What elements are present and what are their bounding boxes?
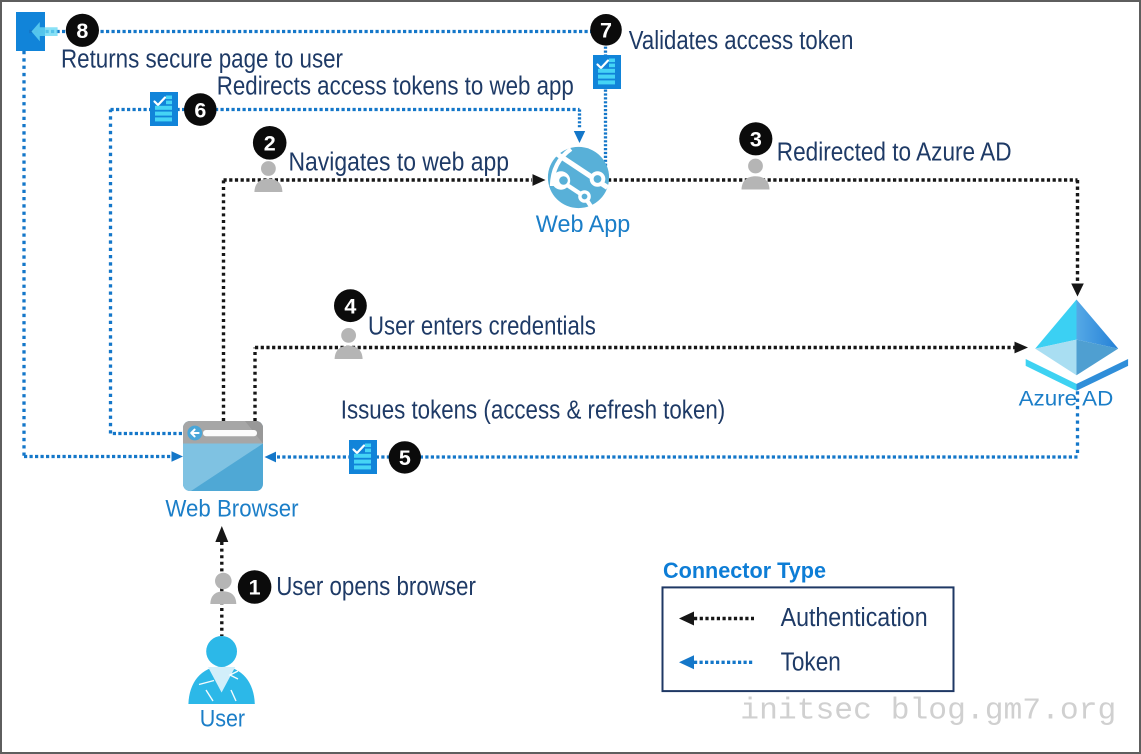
svg-text:8: 8: [76, 19, 88, 43]
svg-text:Authentication: Authentication: [781, 604, 928, 632]
svg-text:Issues tokens (access & refres: Issues tokens (access & refresh token): [341, 397, 725, 425]
svg-text:User opens browser: User opens browser: [276, 573, 476, 601]
svg-text:Navigates to web app: Navigates to web app: [289, 149, 510, 177]
svg-text:Connector Type: Connector Type: [663, 558, 826, 583]
svg-text:1: 1: [249, 576, 261, 600]
svg-text:Validates access token: Validates access token: [629, 27, 854, 55]
svg-text:User: User: [200, 706, 245, 733]
svg-text:Azure AD: Azure AD: [1019, 387, 1114, 411]
svg-text:Redirected to Azure AD: Redirected to Azure AD: [777, 139, 1012, 167]
svg-text:User enters credentials: User enters credentials: [368, 313, 596, 341]
svg-text:6: 6: [194, 98, 206, 122]
svg-text:initsec blog.gm7.org: initsec blog.gm7.org: [740, 694, 1116, 729]
svg-text:Web App: Web App: [536, 211, 631, 238]
svg-text:Token: Token: [781, 648, 841, 676]
svg-text:7: 7: [600, 19, 612, 43]
svg-text:Returns secure page to user: Returns secure page to user: [61, 46, 343, 74]
svg-text:3: 3: [750, 128, 762, 152]
svg-text:5: 5: [399, 446, 411, 470]
svg-text:4: 4: [344, 294, 356, 318]
svg-text:2: 2: [264, 132, 276, 156]
svg-text:Web Browser: Web Browser: [165, 496, 298, 523]
svg-text:Redirects access tokens to web: Redirects access tokens to web app: [217, 73, 574, 101]
